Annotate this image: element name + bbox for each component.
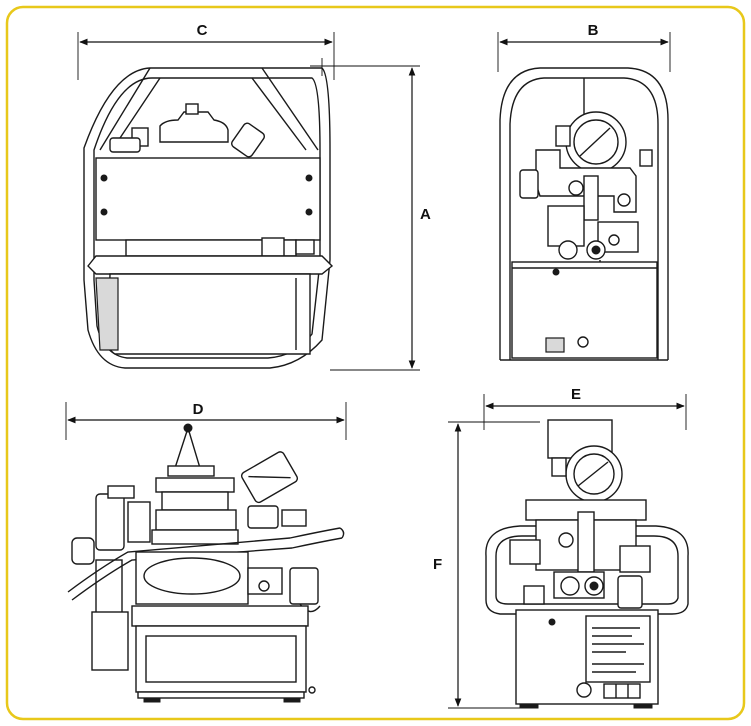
front-view-drawing — [83, 67, 334, 369]
dimension-label-c: C — [197, 22, 208, 39]
side-view-drawing — [499, 67, 669, 361]
dimension-label-a: A — [420, 206, 431, 223]
front-handle-view-drawing — [485, 419, 689, 709]
dimension-label-f: F — [433, 556, 442, 573]
dimension-lines — [65, 32, 687, 709]
side-handle-view-drawing — [67, 423, 345, 703]
dimension-label-b: B — [588, 22, 599, 39]
dimension-label-d: D — [193, 401, 204, 418]
dimension-label-e: E — [571, 386, 581, 403]
